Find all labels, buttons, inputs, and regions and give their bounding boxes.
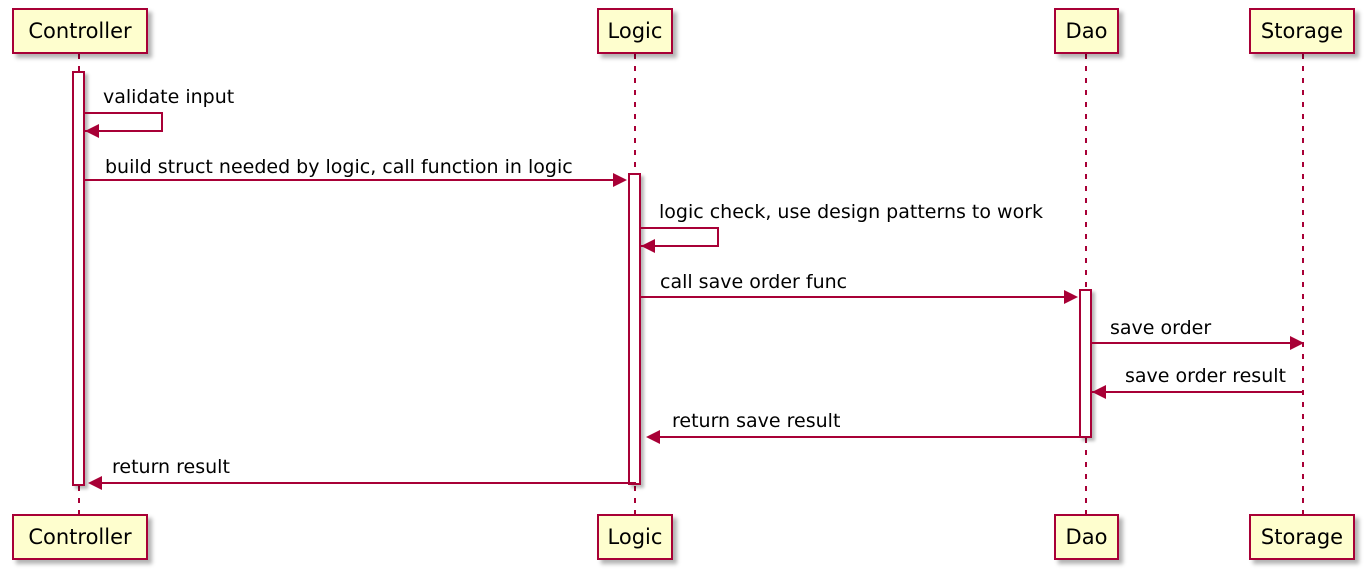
self-loop-logic-check [641, 227, 719, 247]
message-label-call-save-order-func: call save order func [660, 271, 848, 293]
message-label-save-order-result: save order result [1125, 365, 1286, 387]
message-label-return-save-result: return save result [672, 410, 841, 432]
activation-bar-controller [72, 71, 85, 486]
participant-dao-top[interactable]: Dao [1054, 8, 1119, 54]
message-line-return-save-result [648, 436, 1088, 438]
arrowhead-return-result [88, 476, 102, 490]
lifeline-storage [1302, 54, 1304, 514]
arrowhead-save-order [1290, 336, 1304, 350]
message-label-build-struct: build struct needed by logic, call funct… [105, 156, 573, 178]
message-line-build-struct [85, 179, 619, 181]
participant-controller-top[interactable]: Controller [12, 8, 148, 54]
arrowhead-return-save-result [646, 430, 660, 444]
activation-bar-logic [628, 173, 641, 485]
participant-dao-bottom[interactable]: Dao [1054, 514, 1119, 560]
participant-controller-bottom[interactable]: Controller [12, 514, 148, 560]
arrowhead-validate-input [85, 124, 99, 138]
lifeline-dao [1085, 54, 1087, 514]
activation-bar-dao [1079, 289, 1092, 438]
message-line-return-result [90, 482, 636, 484]
arrowhead-build-struct [613, 173, 627, 187]
self-loop-validate-input [85, 112, 163, 132]
participant-logic-top[interactable]: Logic [597, 8, 673, 54]
message-label-validate-input: validate input [103, 86, 235, 108]
message-label-return-result: return result [112, 456, 230, 478]
arrowhead-save-order-result [1092, 385, 1106, 399]
arrowhead-call-save-order-func [1064, 290, 1078, 304]
message-label-logic-check: logic check, use design patterns to work [659, 201, 1044, 223]
arrowhead-logic-check [641, 239, 655, 253]
message-line-call-save-order-func [641, 296, 1070, 298]
message-label-save-order: save order [1110, 317, 1212, 339]
participant-storage-top[interactable]: Storage [1249, 8, 1355, 54]
message-line-save-order [1092, 342, 1303, 344]
participant-logic-bottom[interactable]: Logic [597, 514, 673, 560]
participant-storage-bottom[interactable]: Storage [1249, 514, 1355, 560]
message-line-save-order-result [1092, 391, 1303, 393]
